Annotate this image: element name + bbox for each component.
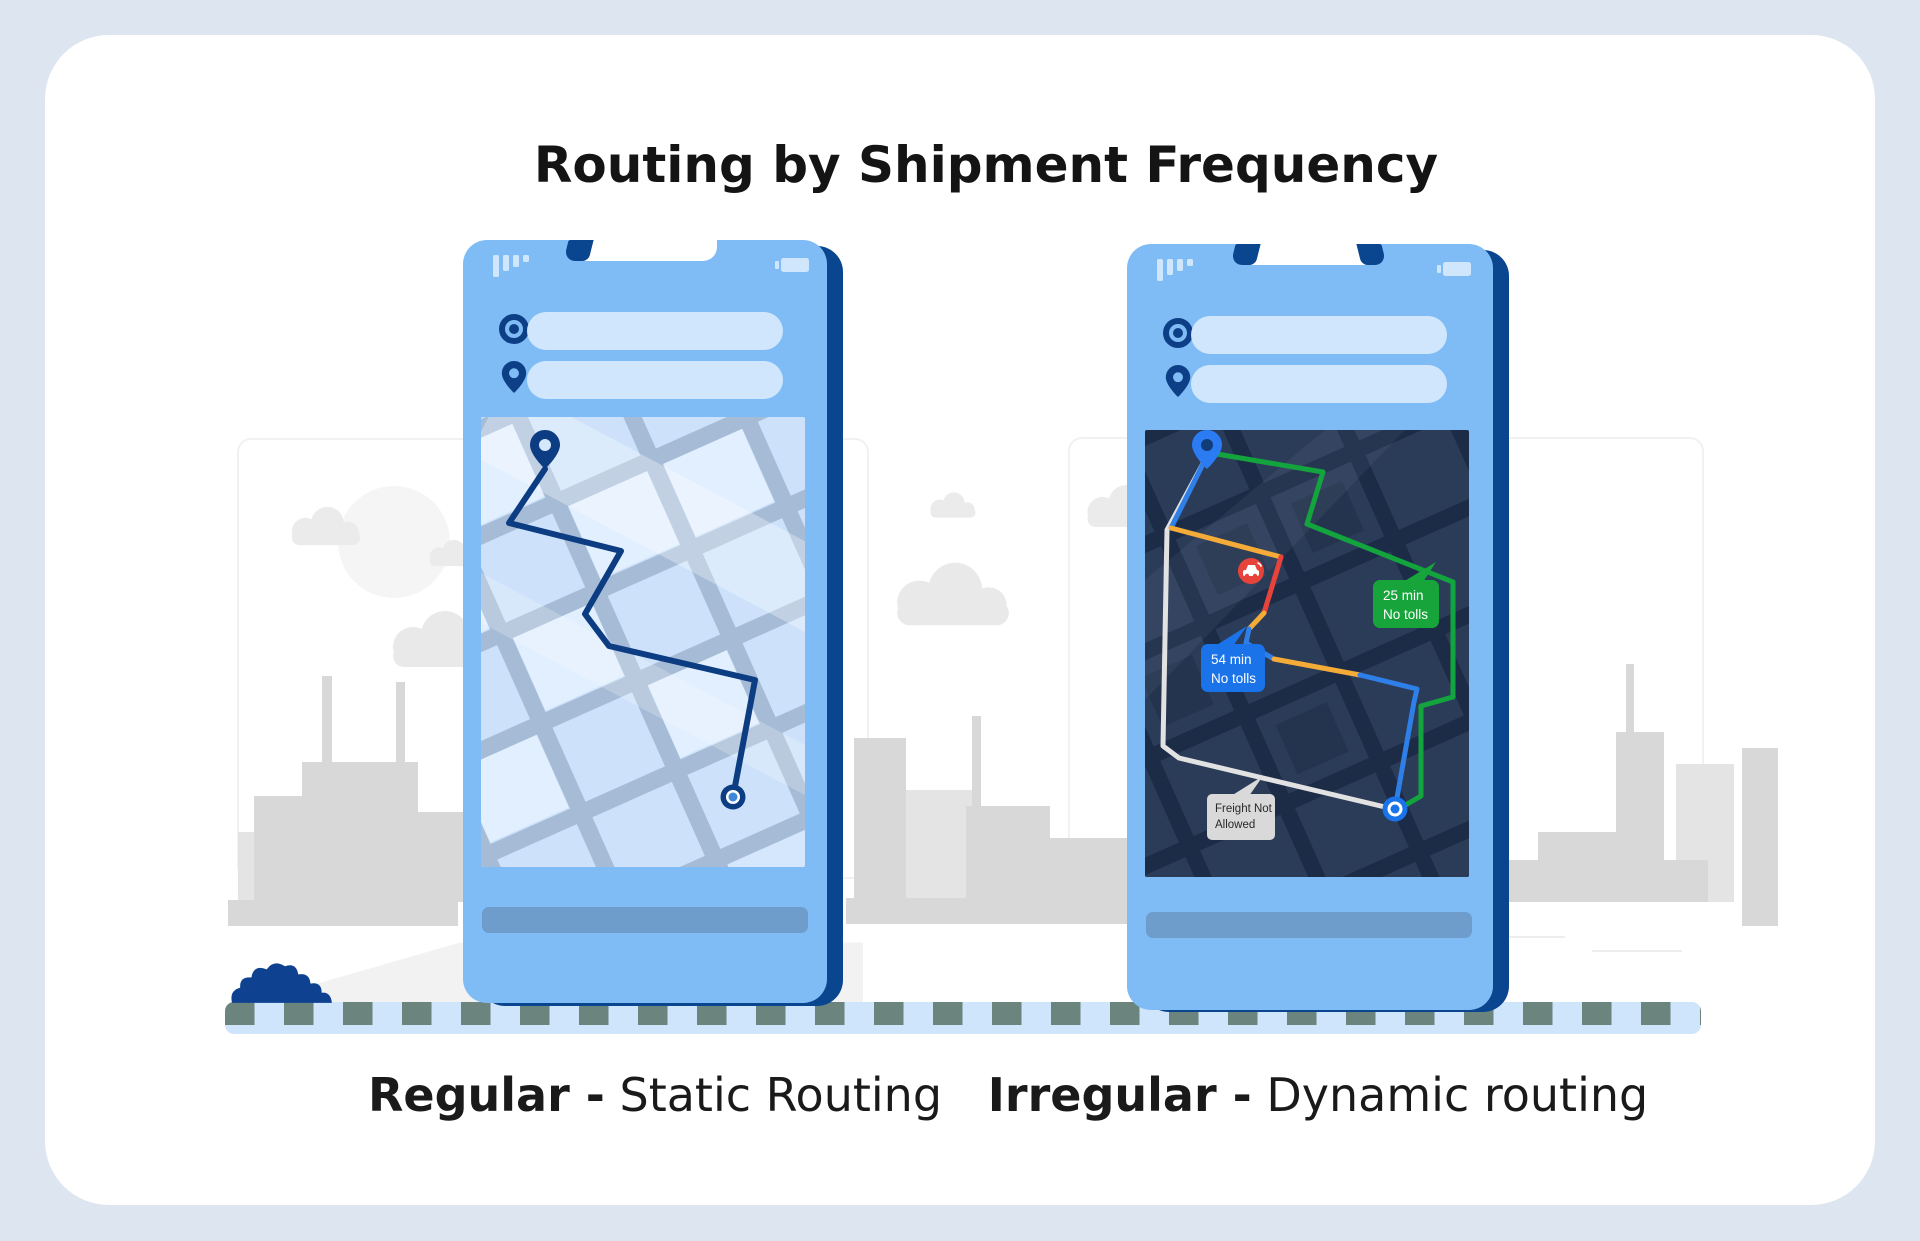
signal-bars-icon xyxy=(1157,259,1193,281)
caption-regular-text: Static Routing xyxy=(604,1068,943,1122)
ground-line xyxy=(1592,950,1682,952)
caption-irregular-bold: Irregular - xyxy=(987,1068,1252,1122)
map-static[interactable] xyxy=(481,417,805,867)
notch-shadow xyxy=(1356,244,1387,265)
phone-regular xyxy=(463,239,827,1003)
caption-irregular: Irregular - Dynamic routing xyxy=(988,1068,1648,1122)
caption-regular-bold: Regular - xyxy=(367,1068,605,1122)
route-fast-green xyxy=(1214,451,1456,813)
ground-line xyxy=(1455,936,1565,938)
origin-pin-icon xyxy=(1192,430,1222,469)
destination-input[interactable] xyxy=(1191,365,1447,403)
destination-pin-icon xyxy=(497,360,531,394)
city-skyline-middle xyxy=(846,698,1136,926)
svg-text:No tolls: No tolls xyxy=(1211,671,1256,686)
svg-text:Freight Not: Freight Not xyxy=(1215,803,1273,815)
phone-notch xyxy=(570,239,717,261)
svg-text:No tolls: No tolls xyxy=(1383,607,1428,622)
caption-irregular-text: Dynamic routing xyxy=(1251,1068,1649,1122)
origin-input[interactable] xyxy=(1191,316,1447,354)
svg-text:Allowed: Allowed xyxy=(1215,819,1255,831)
home-bar[interactable] xyxy=(1146,912,1472,938)
static-route-path xyxy=(506,466,758,800)
map-dynamic[interactable]: 25 min No tolls 54 min No tolls Freight … xyxy=(1145,430,1469,877)
svg-text:25 min: 25 min xyxy=(1383,588,1424,603)
cloud-icon xyxy=(285,503,367,549)
svg-text:54 min: 54 min xyxy=(1211,652,1252,667)
page-title: Routing by Shipment Frequency xyxy=(533,136,1439,194)
traffic-jam-icon xyxy=(1238,558,1264,584)
home-bar[interactable] xyxy=(482,907,808,933)
city-skyline-left xyxy=(224,636,569,926)
signal-bars-icon xyxy=(493,255,529,277)
caption-regular: Regular - Static Routing xyxy=(368,1068,942,1122)
strip-base xyxy=(225,1025,1701,1034)
origin-target-icon xyxy=(1161,316,1195,350)
origin-target-icon xyxy=(497,312,531,346)
phone-irregular: 25 min No tolls 54 min No tolls Freight … xyxy=(1127,243,1493,1010)
city-skyline-right xyxy=(1498,636,1818,926)
cloud-icon xyxy=(926,490,980,520)
badge-slow-route: 54 min No tolls xyxy=(1201,626,1265,692)
destination-pin-icon xyxy=(1161,364,1195,398)
cloud-icon xyxy=(886,552,1020,636)
battery-icon xyxy=(1437,262,1471,276)
destination-ring-icon xyxy=(1382,796,1408,822)
phone-notch xyxy=(1237,243,1380,265)
bush-icon xyxy=(228,956,340,1003)
destination-ring-icon xyxy=(720,784,746,810)
origin-input[interactable] xyxy=(527,312,783,350)
battery-icon xyxy=(775,258,809,272)
destination-input[interactable] xyxy=(527,361,783,399)
badge-fast-route: 25 min No tolls xyxy=(1373,562,1439,628)
badge-freight-restriction: Freight Not Allowed xyxy=(1207,776,1275,840)
origin-pin-icon xyxy=(530,430,560,469)
